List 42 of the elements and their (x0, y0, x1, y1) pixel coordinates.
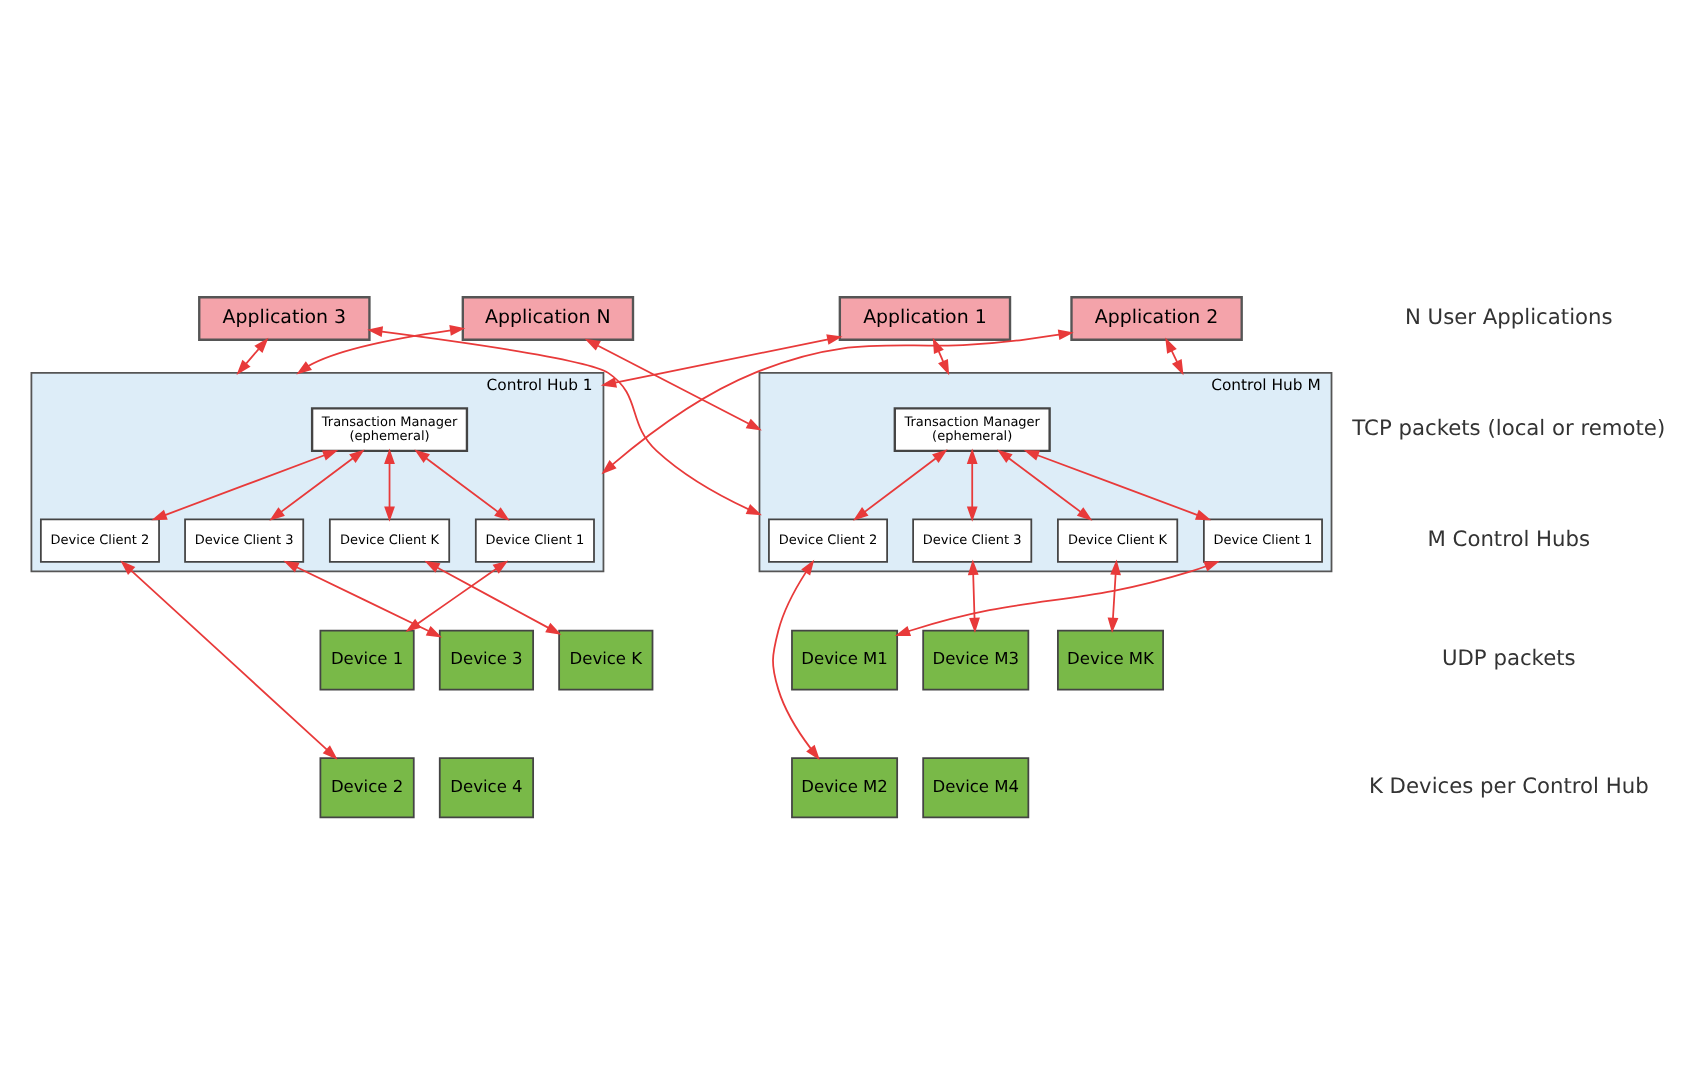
arrow (151, 450, 339, 521)
arrow (853, 449, 948, 521)
node-box: Application 3 (198, 296, 371, 341)
arrow (997, 449, 1093, 521)
arrow (966, 448, 978, 522)
node-box: Application 1 (838, 296, 1012, 341)
label: TCP packets (local or remote) (1352, 414, 1666, 441)
node-box: Device M1 (791, 629, 899, 691)
arrow (894, 561, 1220, 637)
node-box: Device M3 (922, 629, 1030, 691)
node-box: Device MK (1057, 629, 1164, 691)
node-box: Application N (461, 296, 635, 341)
node-box: Device 2 (319, 757, 415, 819)
arrow (600, 334, 843, 388)
node-box: Device 3 (438, 629, 534, 691)
node-box: Application 2 (1070, 296, 1243, 341)
arrow (1165, 337, 1184, 376)
arrow (120, 560, 338, 760)
label: M Control Hubs (1427, 525, 1591, 552)
arrow (424, 560, 562, 635)
node-box: Device 4 (438, 757, 534, 819)
arrow (1107, 559, 1121, 634)
arrow (236, 337, 269, 375)
arrow (772, 559, 820, 761)
label: K Devices per Control Hub (1368, 772, 1649, 799)
node-box: Device K (558, 629, 654, 691)
arrow (584, 338, 762, 431)
label: N User Applications (1404, 303, 1613, 330)
arrow (384, 448, 395, 522)
arrow (1023, 450, 1212, 521)
arrow (367, 326, 762, 516)
arrow (601, 329, 1074, 475)
arrow (296, 325, 466, 375)
arrow (414, 449, 510, 521)
node-box: Device 1 (319, 629, 415, 691)
arrow (967, 559, 980, 634)
node-box: Device M2 (791, 757, 899, 819)
arrow (932, 337, 950, 376)
arrow (269, 449, 365, 521)
node-box: Device M4 (922, 757, 1030, 819)
arrow (283, 560, 442, 638)
label: UDP packets (1441, 645, 1576, 672)
